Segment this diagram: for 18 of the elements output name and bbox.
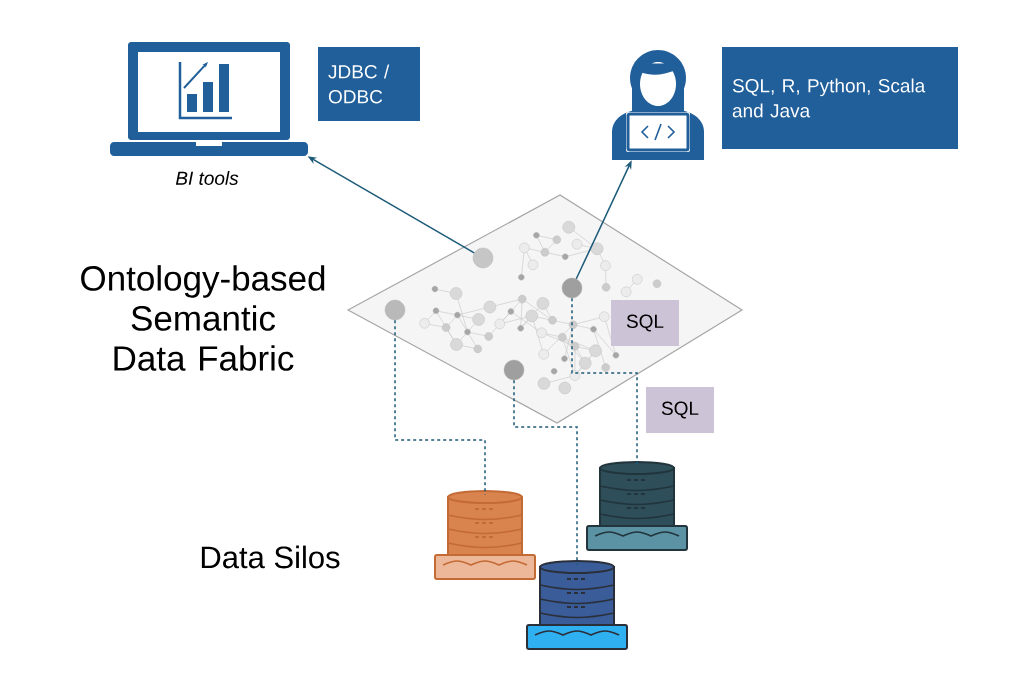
database-icon [434,490,536,580]
node-label: BI tools [175,171,239,185]
developer-icon [612,50,704,160]
text-box: JDBC / ODBC [318,47,420,121]
database-icon [526,560,628,650]
label: Data Silos [201,545,340,569]
database-icon [586,461,688,551]
text-box: SQL, R, Python, Scala and Java [722,47,958,149]
network-dot [561,277,583,299]
network-dot [503,359,525,381]
text-box: SQL [611,300,679,346]
network-dot [384,299,406,321]
connector [571,297,638,467]
network-dot [472,247,494,269]
connector [394,319,486,496]
connector [513,379,578,566]
text-box: SQL [646,387,714,433]
heading: Ontology-based Semantic Data Fabric [81,265,325,371]
